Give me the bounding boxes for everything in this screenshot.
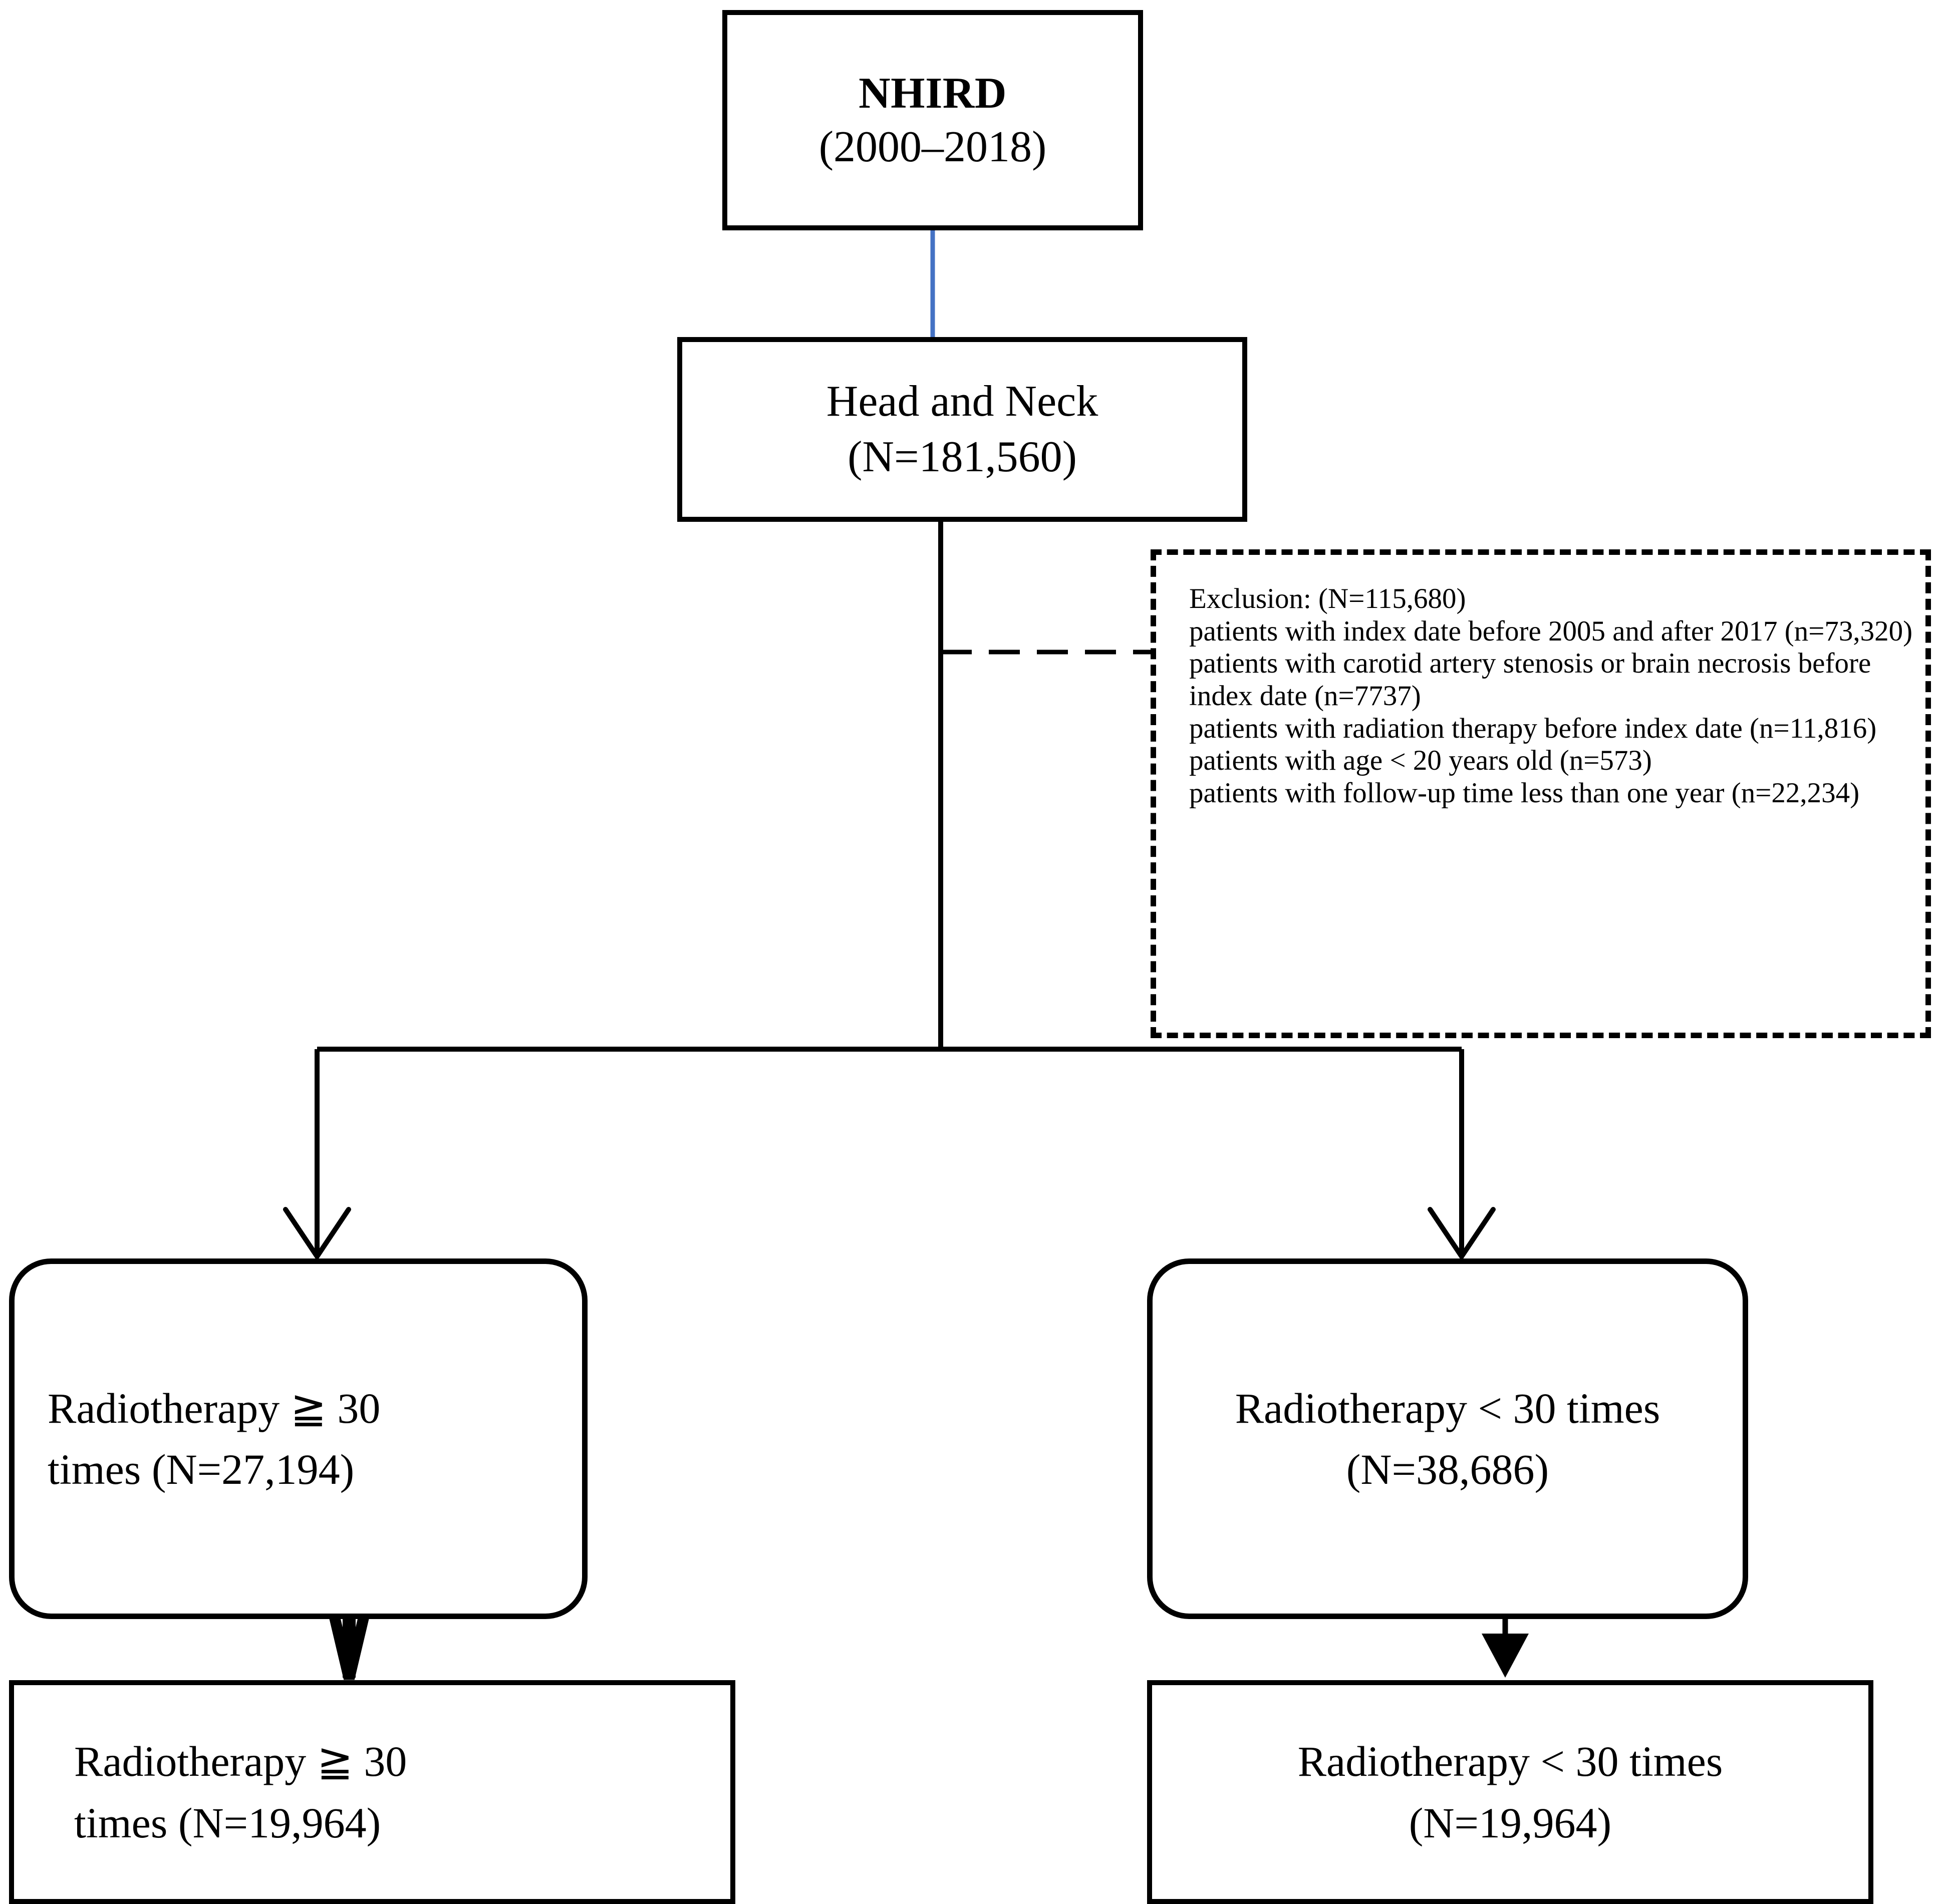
arrowhead-open-right-group [1428,1207,1496,1261]
cohort-count: (N=181,560) [848,432,1077,481]
exclusion-line: patients with age < 20 years old (n=573) [1189,745,1652,777]
exclusion-line: patients with index date before 2005 and… [1189,615,1913,647]
left-group-count: times (N=27,194) [48,1445,355,1493]
exclusion-line: patients with carotid artery stenosis or… [1189,648,1878,712]
nhird-title: NHIRD [859,69,1007,118]
node-head-and-neck: Head and Neck (N=181,560) [677,337,1247,522]
left-final-count: times (N=19,964) [74,1798,381,1847]
right-final-label: Radiotherapy < 30 times [1297,1737,1723,1786]
left-final-label: Radiotherapy ≧ 30 [74,1737,407,1786]
left-group-label: Radiotherapy ≧ 30 [48,1384,381,1432]
node-nhird: NHIRD (2000–2018) [722,10,1143,230]
arrowhead-solid-right-final [1482,1634,1529,1678]
exclusion-line: patients with follow-up time less than o… [1189,777,1860,809]
node-radiotherapy-lt30-final: Radiotherapy < 30 times (N=19,964) [1147,1680,1873,1904]
cohort-label: Head and Neck [826,377,1098,426]
exclusion-line: patients with radiation therapy before i… [1189,712,1877,744]
nhird-period: (2000–2018) [818,123,1047,171]
arrowhead-open-left-group [283,1207,351,1261]
node-exclusion-criteria: Exclusion: (N=115,680) patients with ind… [1151,549,1931,1038]
right-group-label: Radiotherapy < 30 times [1235,1384,1660,1432]
right-final-count: (N=19,964) [1409,1798,1612,1847]
node-radiotherapy-ge30-group: Radiotherapy ≧ 30 times (N=27,194) [9,1258,588,1619]
exclusion-line: Exclusion: (N=115,680) [1189,583,1466,614]
arrowhead-open-left-final [328,1606,371,1680]
node-radiotherapy-ge30-final: Radiotherapy ≧ 30 times (N=19,964) [9,1680,735,1904]
node-radiotherapy-lt30-group: Radiotherapy < 30 times (N=38,686) [1147,1258,1748,1619]
right-group-count: (N=38,686) [1346,1445,1549,1493]
